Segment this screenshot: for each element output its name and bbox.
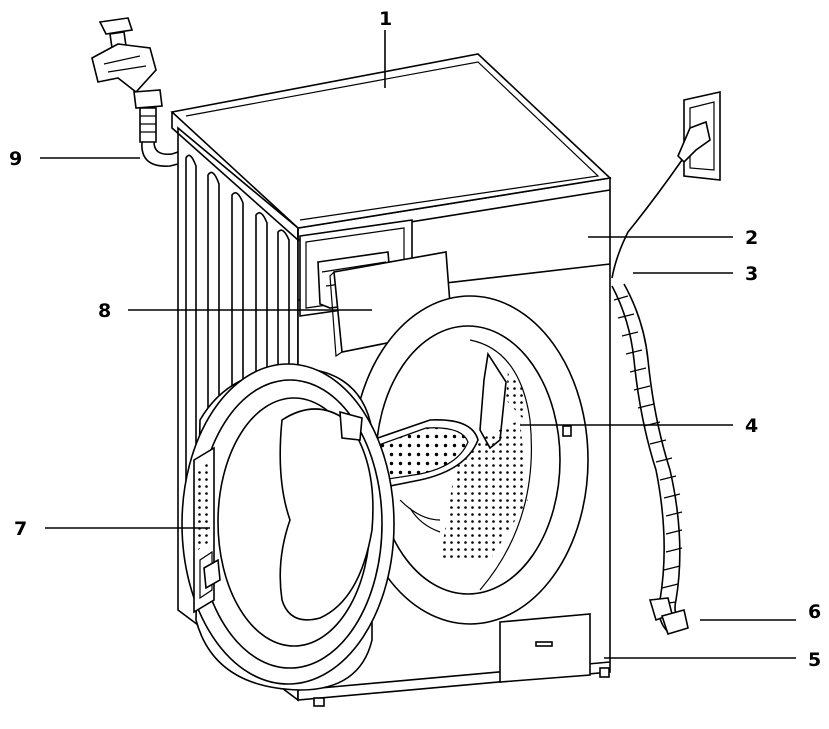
top-cover xyxy=(170,53,612,242)
drum-opening xyxy=(351,295,589,625)
inlet-hose xyxy=(139,107,179,167)
power-cable xyxy=(611,159,683,279)
callout-8: 8 xyxy=(98,300,111,322)
callout-3: 3 xyxy=(745,263,758,285)
door xyxy=(181,363,395,691)
callout-1: 1 xyxy=(379,8,392,30)
callout-6: 6 xyxy=(808,601,821,623)
callout-5: 5 xyxy=(808,649,821,671)
callout-7: 7 xyxy=(14,518,27,540)
service-flap xyxy=(499,613,591,683)
callout-9: 9 xyxy=(9,148,22,170)
callout-labels: 1 2 3 4 5 6 7 8 9 xyxy=(9,8,821,671)
leader-lines xyxy=(40,30,796,659)
power-socket xyxy=(677,91,721,181)
callout-2: 2 xyxy=(745,227,758,249)
water-tap xyxy=(91,17,163,109)
callout-4: 4 xyxy=(745,415,758,437)
drain-hose xyxy=(611,283,689,635)
